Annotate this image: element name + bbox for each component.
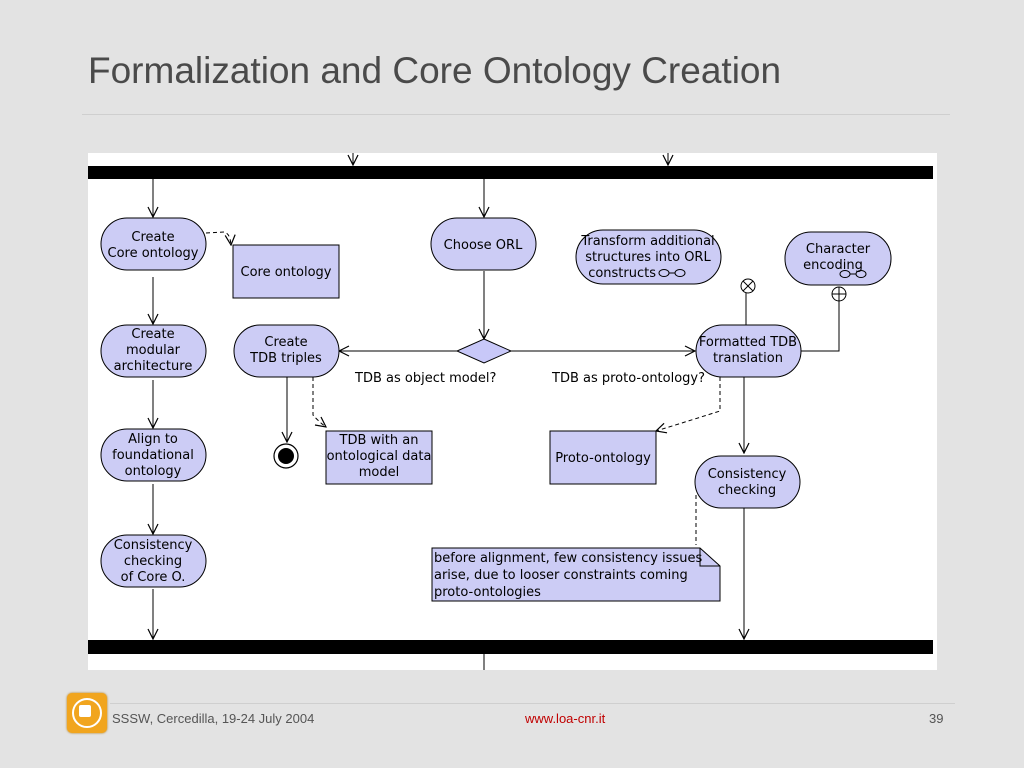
guard-proto-ontology: TDB as proto-ontology? <box>551 371 705 386</box>
activity-choose-orl: Choose ORL <box>430 217 537 271</box>
object-tdb-ontological-model: TDB with an ontological data model <box>325 430 433 485</box>
svg-text:translation: translation <box>713 351 783 366</box>
top-sync-bar <box>88 166 933 179</box>
svg-text:modular: modular <box>126 343 181 358</box>
connector-glyph-icon <box>658 269 686 277</box>
connector-glyph-icon <box>839 270 867 278</box>
activity-consistency-checking: Consistency checking <box>694 455 801 509</box>
svg-text:Formatted TDB: Formatted TDB <box>699 335 797 350</box>
svg-text:checking: checking <box>718 483 776 498</box>
svg-text:constructs: constructs <box>588 266 656 281</box>
svg-text:model: model <box>359 465 399 480</box>
object-proto-ontology: Proto-ontology <box>549 430 657 485</box>
svg-text:Core ontology: Core ontology <box>108 246 199 261</box>
bottom-sync-bar <box>88 640 933 654</box>
svg-text:of Core O.: of Core O. <box>121 570 186 585</box>
svg-text:structures into ORL: structures into ORL <box>585 250 711 265</box>
slide-title: Formalization and Core Ontology Creation <box>88 50 782 91</box>
activity-transform-structures: Transform additional structures into ORL… <box>575 229 722 285</box>
svg-text:foundational: foundational <box>112 448 194 463</box>
svg-text:Consistency: Consistency <box>708 467 787 482</box>
svg-text:Create: Create <box>264 335 307 350</box>
activity-align-foundational: Align to foundational ontology <box>100 428 207 482</box>
svg-text:before alignment, few consiste: before alignment, few consistency issues <box>434 551 702 566</box>
object-core-ontology: Core ontology <box>232 244 340 299</box>
footer-divider <box>110 703 955 704</box>
guard-object-model: TDB as object model? <box>354 371 496 386</box>
activity-create-tdb-triples: Create TDB triples <box>233 324 340 378</box>
footer-url[interactable]: www.loa-cnr.it <box>525 711 606 726</box>
svg-text:TDB triples: TDB triples <box>249 351 322 366</box>
activity-create-core-ontology: Create Core ontology <box>100 217 207 271</box>
activity-character-encoding: Character encoding <box>784 231 892 286</box>
svg-text:TDB with an: TDB with an <box>339 433 419 448</box>
diagram-note: before alignment, few consistency issues… <box>431 547 721 602</box>
page-number: 39 <box>929 711 944 726</box>
decision-diamond <box>455 338 513 364</box>
activity-diagram: Create Core ontology Create modular arch… <box>88 153 937 670</box>
svg-text:Choose ORL: Choose ORL <box>444 238 523 253</box>
svg-text:proto-ontologies: proto-ontologies <box>434 585 541 600</box>
svg-text:architecture: architecture <box>114 359 193 374</box>
activity-formatted-tdb-translation: Formatted TDB translation <box>695 324 802 378</box>
svg-text:checking: checking <box>124 554 182 569</box>
svg-text:arise, due to looser constrain: arise, due to looser constraints coming <box>434 568 688 583</box>
svg-text:encoding: encoding <box>803 258 863 273</box>
svg-text:Consistency: Consistency <box>114 538 193 553</box>
svg-text:Character: Character <box>806 242 871 257</box>
svg-text:Create: Create <box>131 230 174 245</box>
activity-create-modular-architecture: Create modular architecture <box>100 324 207 378</box>
activity-consistency-core: Consistency checking of Core O. <box>100 534 207 588</box>
title-divider <box>82 114 950 115</box>
footer-event: SSSW, Cercedilla, 19-24 July 2004 <box>112 711 315 726</box>
svg-text:Proto-ontology: Proto-ontology <box>555 451 651 466</box>
svg-text:Core ontology: Core ontology <box>241 265 332 280</box>
loa-logo-icon <box>67 693 107 733</box>
svg-text:Transform additional: Transform additional <box>580 234 714 249</box>
svg-text:ontology: ontology <box>125 464 182 479</box>
svg-text:Create: Create <box>131 327 174 342</box>
svg-text:ontological data: ontological data <box>327 449 432 464</box>
svg-text:Align to: Align to <box>128 432 178 447</box>
